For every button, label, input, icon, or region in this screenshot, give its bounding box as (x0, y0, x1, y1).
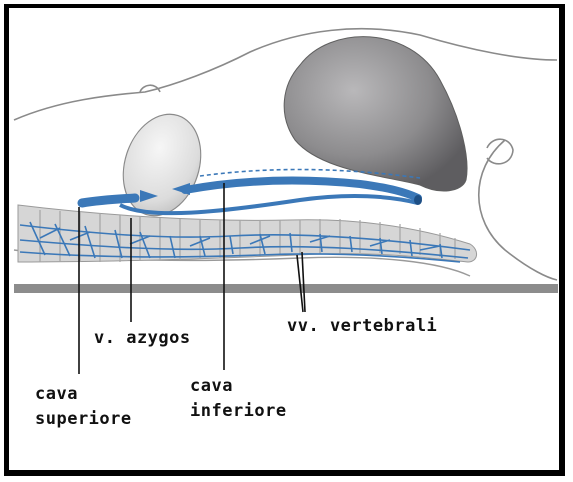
uterus (284, 37, 467, 191)
knee-outline (487, 139, 513, 164)
label-cava-superiore-2: superiore (35, 408, 132, 430)
label-azygos: v. azygos (94, 327, 191, 349)
label-cava-superiore-1: cava (35, 383, 78, 405)
label-cava-inferiore-1: cava (190, 375, 233, 397)
label-cava-inferiore-2: inferiore (190, 400, 287, 422)
ivc-lumen (414, 195, 422, 205)
examination-table (14, 284, 558, 293)
label-vertebrali: vv. vertebrali (287, 315, 437, 337)
superior-vena-cava (82, 198, 135, 203)
